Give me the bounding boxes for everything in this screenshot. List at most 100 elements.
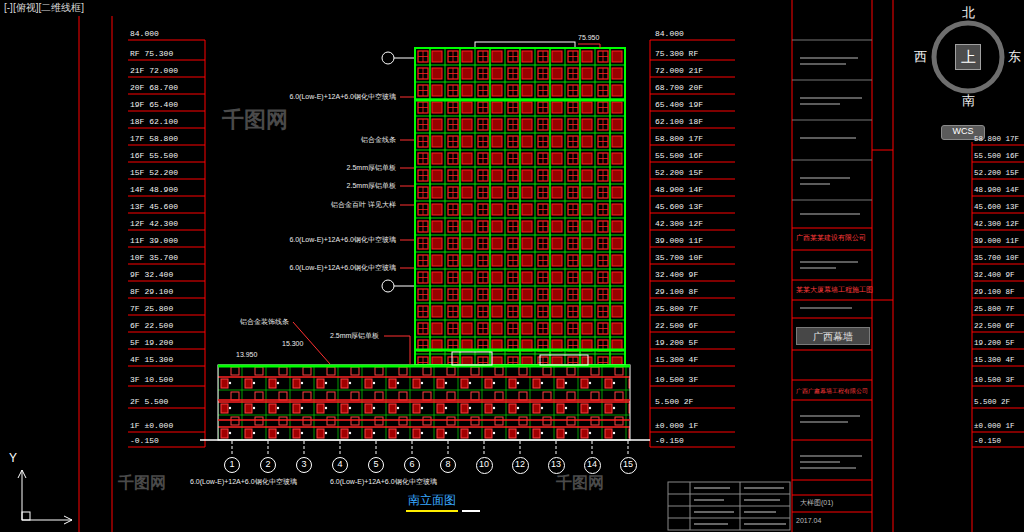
- level-label: 39.000 11F: [655, 237, 703, 246]
- watermark: 千图网: [222, 108, 288, 132]
- level-label: 84.000: [130, 30, 159, 39]
- level-label: 10.500 3F: [974, 376, 1015, 384]
- view-compass: 北东南西上: [910, 4, 1022, 110]
- node-text: WCS: [953, 127, 974, 137]
- level-label: 48.900 14F: [655, 186, 703, 195]
- grid-axis-bubble: 3: [296, 457, 312, 473]
- section-marker-line: [394, 58, 414, 59]
- podium-facade: [218, 365, 630, 440]
- level-label: 12F 42.300: [130, 220, 178, 229]
- material-callout: 6.0(Low-E)+12A+6.0钢化中空玻璃: [289, 93, 396, 101]
- level-label: 55.500 16F: [655, 152, 703, 161]
- ucs-icon: [22, 512, 30, 520]
- level-label: 1F ±0.000: [130, 422, 173, 431]
- level-label: 19F 65.400: [130, 101, 178, 110]
- node-text: 13: [551, 460, 561, 470]
- bubble-outline: [476, 457, 492, 473]
- material-callout: 6.0(Low-E)+12A+6.0钢化中空玻璃: [289, 264, 396, 272]
- level-ticks: [972, 142, 1024, 532]
- material-callout: 2.5mm厚铝单板: [347, 182, 396, 190]
- material-callout: 6.0(Low-E)+12A+6.0钢化中空玻璃: [330, 478, 437, 486]
- leader-line: [400, 97, 414, 268]
- material-callout: 铝合金线条: [361, 136, 396, 144]
- level-label: RF 75.300: [130, 50, 173, 59]
- leader-line: [293, 44, 600, 364]
- level-label: 3F 10.500: [130, 376, 173, 385]
- view-cube-face: 上: [955, 44, 981, 70]
- grid-axis-line: [232, 441, 628, 456]
- level-label: 45.600 13F: [974, 203, 1019, 211]
- level-label: 48.900 14F: [974, 186, 1019, 194]
- node-text: 东: [1008, 50, 1021, 64]
- level-label: 55.500 16F: [974, 152, 1019, 160]
- grid-axis-bubble: 6: [404, 457, 420, 473]
- bubble-outline: [441, 458, 456, 473]
- level-label: 72.000 21F: [655, 67, 703, 76]
- level-label: 16F 55.500: [130, 152, 178, 161]
- level-label: 17F 58.800: [130, 135, 178, 144]
- ucs-icon: [18, 470, 72, 524]
- node-text: 12: [515, 460, 525, 470]
- bubble-outline: [369, 458, 384, 473]
- level-label: 84.000: [655, 30, 684, 39]
- level-label: 13F 45.600: [130, 203, 178, 212]
- section-marker: [382, 52, 394, 64]
- level-label: 19.200 5F: [655, 339, 698, 348]
- node-text: 2: [265, 460, 270, 470]
- level-label: 35.700 10F: [974, 254, 1019, 262]
- viewport-label: [-][俯视][二维线框]: [4, 2, 84, 13]
- level-label: 8F 29.100: [130, 288, 173, 297]
- level-label: 10F 35.700: [130, 254, 178, 263]
- level-label: 6F 22.500: [130, 322, 173, 331]
- node-text: 西: [914, 50, 927, 64]
- grid-axis-bubble: 12: [512, 457, 529, 474]
- bubble-outline: [620, 457, 636, 473]
- level-label: 62.100 18F: [655, 118, 703, 127]
- title-block-border: [792, 0, 893, 532]
- bubble-outline: [261, 458, 276, 473]
- node-text: 15: [623, 460, 633, 470]
- section-marker: [382, 280, 394, 292]
- level-label: 10.500 3F: [655, 376, 698, 385]
- node-text: 8: [445, 460, 450, 470]
- level-label: 52.200 15F: [974, 169, 1019, 177]
- title-underline: [406, 510, 458, 512]
- level-label: -0.150: [655, 437, 684, 446]
- floor-band: [415, 100, 625, 350]
- level-label: 52.200 15F: [655, 169, 703, 178]
- level-label: 65.400 19F: [655, 101, 703, 110]
- bubble-outline: [405, 458, 420, 473]
- level-ticks: [128, 40, 205, 447]
- material-callout: 6.0(Low-E)+12A+6.0钢化中空玻璃: [190, 478, 297, 486]
- level-label: 20F 68.700: [130, 84, 178, 93]
- axis-label: Y: [9, 452, 17, 465]
- level-label: 21F 72.000: [130, 67, 178, 76]
- grid-axis-bubble: 15: [620, 457, 637, 474]
- bubble-outline: [225, 458, 240, 473]
- grid-axis-bubble: 4: [332, 457, 348, 473]
- title-block-text: 广西广鑫幕墙工程有限公司: [796, 388, 868, 395]
- section-marker-line: [394, 286, 414, 287]
- level-label: ±0.000 1F: [655, 422, 698, 431]
- grid-axis-bubble: 13: [548, 457, 565, 474]
- level-label: 22.500 6F: [655, 322, 698, 331]
- level-label: 25.800 7F: [974, 305, 1015, 313]
- material-callout: 铝合金装饰线条: [240, 318, 289, 326]
- material-callout: 6.0(Low-E)+12A+6.0钢化中空玻璃: [289, 236, 396, 244]
- node-text: 4: [337, 460, 342, 470]
- grid-axis-bubble: 8: [440, 457, 456, 473]
- node-text: 1: [229, 460, 234, 470]
- grid-axis-bubble: 14: [584, 457, 601, 474]
- bubble-outline: [584, 457, 600, 473]
- level-label: 5.500 2F: [655, 398, 693, 407]
- level-label: 5F 19.200: [130, 339, 173, 348]
- level-ticks: [650, 40, 735, 447]
- legend-table: [668, 482, 790, 530]
- level-label: 14F 48.900: [130, 186, 178, 195]
- level-label: 15.300 4F: [655, 356, 698, 365]
- level-label: -0.150: [130, 437, 159, 446]
- title-block-text: 2017.04: [796, 517, 821, 525]
- level-label: 39.000 11F: [974, 237, 1019, 245]
- node-text: 上: [961, 49, 976, 66]
- node-text: 广西幕墙: [813, 331, 853, 342]
